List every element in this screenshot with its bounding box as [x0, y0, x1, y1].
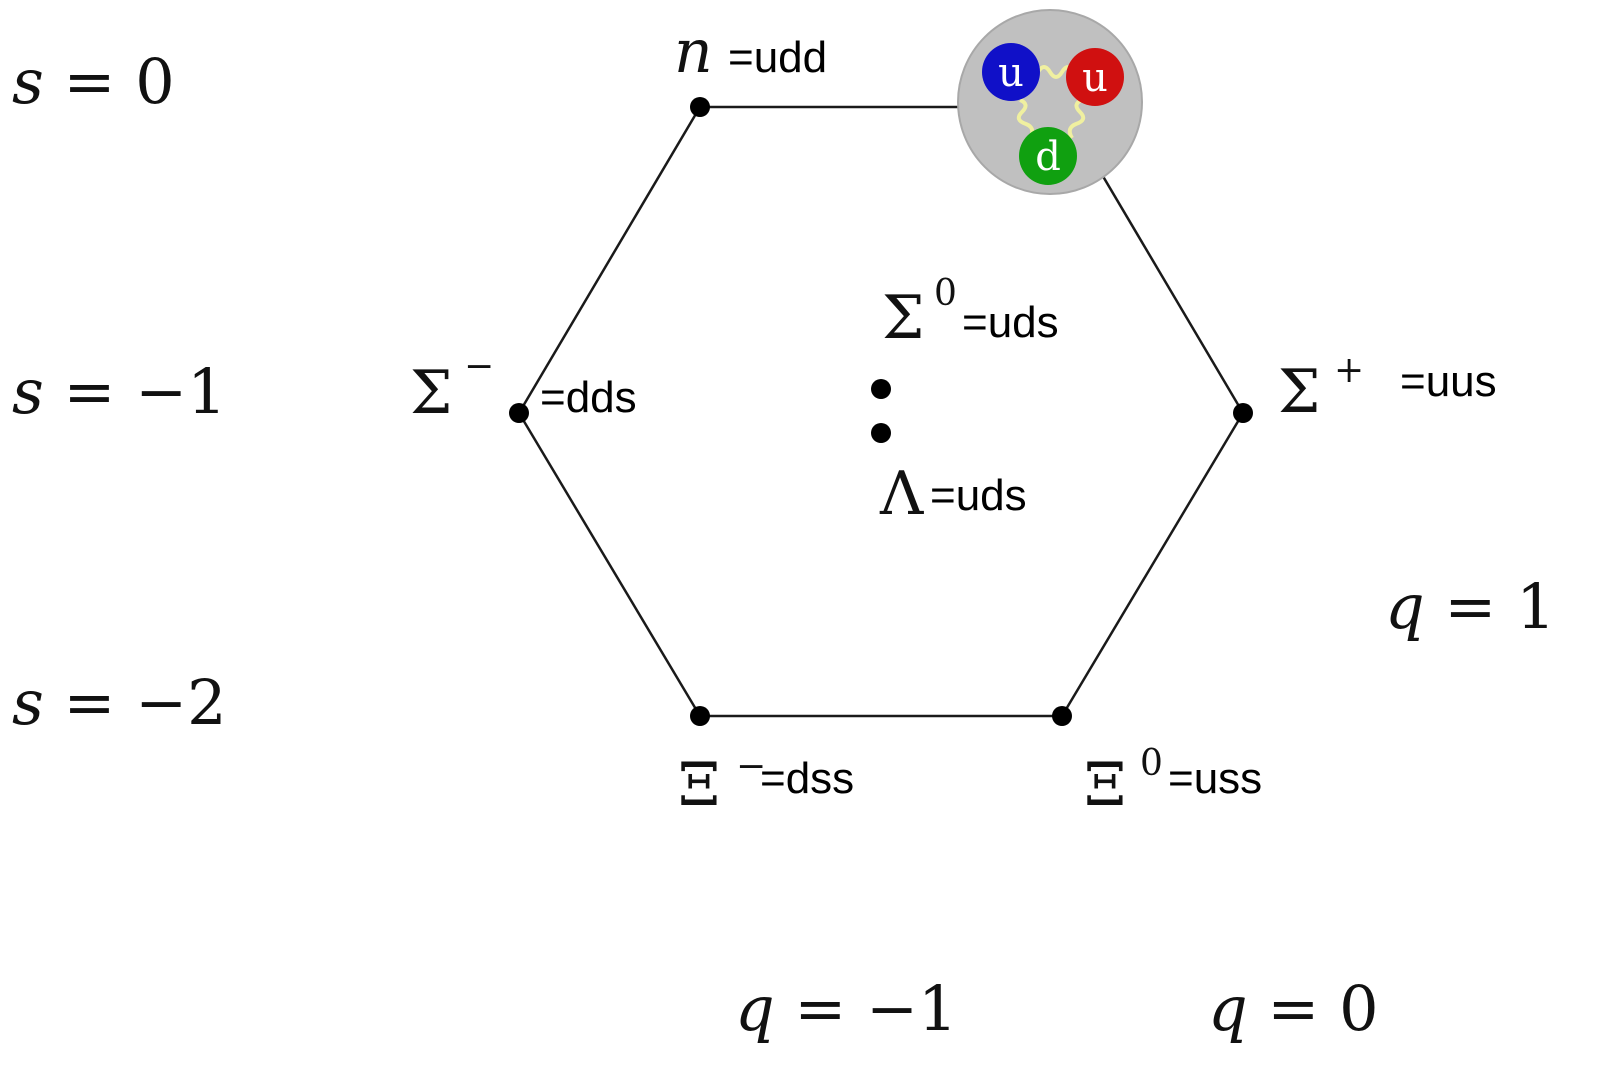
sigma-minus-label: Σ − =dds — [410, 346, 637, 428]
charge-label-1: q = 1 — [1385, 570, 1556, 643]
hexagon-edge-lower-right — [1060, 412, 1245, 717]
strangeness-label-0: s = 0 — [12, 45, 175, 118]
sigma-minus-quarks: =dds — [540, 373, 637, 422]
xi-minus-dot — [690, 706, 710, 726]
neutron-label: n =udd — [674, 17, 827, 87]
xi-zero-dot — [1052, 706, 1072, 726]
sigma-minus-superscript: − — [464, 346, 494, 387]
neutron-quarks: =udd — [728, 33, 827, 82]
lambda-quarks: =uds — [930, 471, 1027, 520]
lambda-label: Λ =uds — [879, 459, 1027, 529]
charge-label-minus1: q = −1 — [735, 972, 957, 1045]
sigma-plus-quarks: =uus — [1400, 357, 1497, 406]
xi-zero-symbol: Ξ — [1084, 750, 1126, 820]
sigma-plus-label: Σ + =uus — [1278, 350, 1497, 427]
xi-minus-superscript: − — [736, 746, 766, 787]
sigma-zero-label: Σ 0 =uds — [882, 273, 1059, 353]
neutron-symbol: n — [674, 17, 713, 87]
xi-minus-symbol: Ξ — [678, 750, 720, 820]
neutron-dot — [690, 97, 710, 117]
lambda-symbol: Λ — [879, 459, 924, 529]
gluon-left-icon — [1016, 98, 1035, 140]
xi-zero-superscript: 0 — [1140, 743, 1163, 784]
sigma-zero-superscript: 0 — [934, 273, 957, 314]
strangeness-label-minus2: s = −2 — [12, 666, 227, 739]
xi-zero-quarks: =uss — [1168, 754, 1262, 803]
sigma-minus-symbol: Σ — [410, 358, 452, 428]
gluon-right-icon — [1067, 98, 1086, 140]
sigma-plus-dot — [1233, 403, 1253, 423]
sigma-zero-symbol: Σ — [882, 283, 924, 353]
hexagon-edge-upper-left — [517, 106, 702, 414]
up-quark-red-icon — [1066, 48, 1124, 106]
strangeness-label-minus1: s = −1 — [12, 355, 227, 428]
sigma-minus-dot — [509, 403, 529, 423]
xi-minus-label: Ξ − =dss — [678, 746, 854, 820]
down-quark-green-label: d — [1035, 134, 1061, 180]
sigma-zero-quarks: =uds — [962, 298, 1059, 347]
lambda-dot — [871, 423, 891, 443]
up-quark-blue-icon — [982, 43, 1040, 101]
hexagon-edge-lower-left — [517, 412, 702, 717]
xi-zero-label: Ξ 0 =uss — [1084, 743, 1262, 820]
proton-quark-icon: u u d — [957, 9, 1143, 195]
sigma-plus-symbol: Σ — [1278, 357, 1320, 427]
down-quark-green-icon — [1019, 127, 1077, 185]
up-quark-blue-label: u — [998, 50, 1024, 96]
sigma-plus-superscript: + — [1334, 350, 1364, 391]
sigma-zero-dot — [871, 379, 891, 399]
up-quark-red-label: u — [1082, 55, 1108, 101]
xi-minus-quarks: =dss — [760, 754, 854, 803]
charge-label-0: q = 0 — [1208, 972, 1379, 1045]
